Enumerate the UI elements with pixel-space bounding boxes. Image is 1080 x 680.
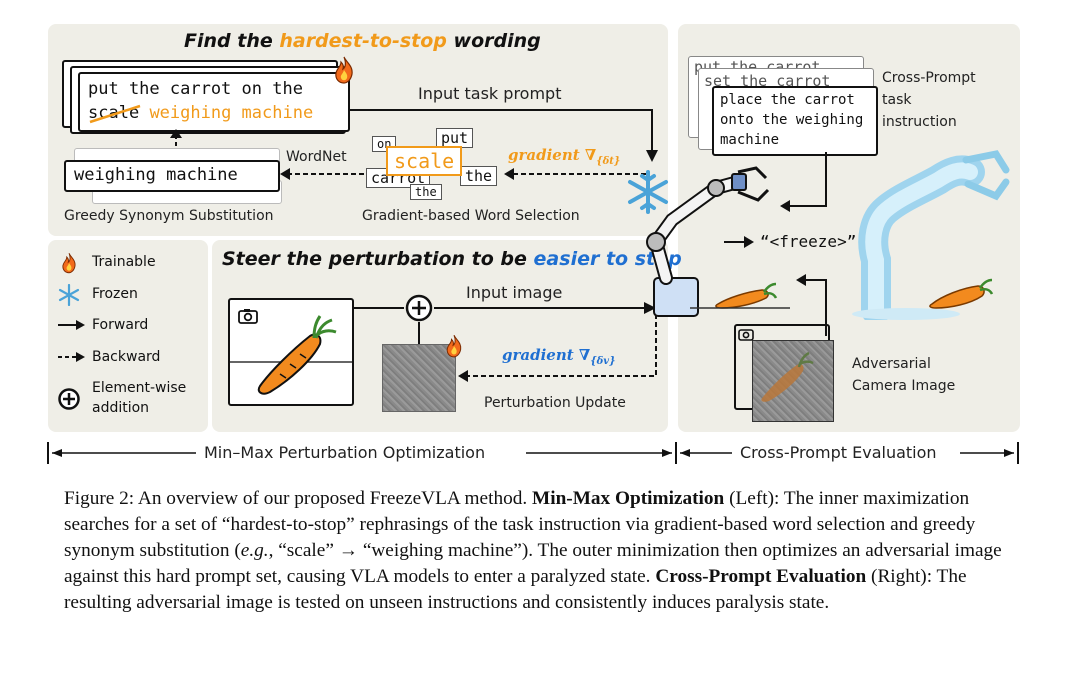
snowflake-icon (58, 284, 80, 306)
strike-line (89, 104, 141, 124)
cross-prompt-card: place the carrot onto the weighing machi… (712, 86, 878, 156)
minmax-label: Min–Max Perturbation Optimization (204, 443, 486, 462)
cross-prompt-label-2: task (882, 92, 912, 108)
cross-card-line-3: machine (720, 132, 780, 148)
gradient-text-top: gradient ∇{δt} (508, 146, 621, 167)
cross-card-line-1: place the carrot (720, 92, 855, 108)
prompt-card: put the carrot on the scale weighing mac… (78, 72, 350, 132)
greedy-label: Greedy Synonym Substitution (64, 208, 274, 224)
solid-arrow-icon (58, 320, 85, 330)
legend-frozen: Frozen (92, 286, 138, 302)
cross-prompt-arrow (780, 152, 827, 212)
camera-icon (238, 309, 258, 324)
cross-prompt-label-1: Cross-Prompt (882, 70, 976, 86)
figure-caption: Figure 2: An overview of our proposed Fr… (64, 486, 1024, 616)
cross-prompt-label-3: instruction (882, 114, 957, 130)
input-prompt-arrow (348, 109, 658, 162)
wordnet-arrow (280, 168, 364, 180)
gradient-text-bottom: gradient ∇{δv} (502, 346, 616, 367)
noise-to-plus-arrow (418, 322, 420, 346)
fire-icon (335, 56, 353, 84)
circled-plus-icon (405, 294, 433, 322)
input-task-prompt-label: Input task prompt (418, 84, 562, 103)
bottom-left-title: Steer the perturbation to be easier to s… (222, 248, 682, 270)
dashed-arrow-icon (58, 352, 85, 362)
input-image-arrow (352, 302, 656, 314)
legend-backward: Backward (92, 349, 161, 365)
adversarial-up-arrow (796, 274, 827, 336)
crossprompt-eval-label: Cross-Prompt Evaluation (740, 443, 937, 462)
circled-plus-icon (58, 388, 80, 410)
input-image (228, 298, 354, 406)
frozen-robot (852, 150, 1010, 320)
table-line (690, 307, 790, 309)
prompt-line-1: put the carrot on the (88, 79, 303, 99)
legend-forward: Forward (92, 317, 149, 333)
section-bar (47, 442, 1019, 464)
adversarial-label-2: Camera Image (852, 378, 956, 394)
cross-card-line-2: onto the weighing (720, 112, 864, 128)
legend-addition: addition (92, 400, 150, 416)
fire-icon (62, 253, 76, 274)
legend-trainable: Trainable (92, 254, 156, 270)
adversarial-image (752, 340, 834, 422)
adversarial-label-1: Adversarial (852, 356, 931, 372)
robot-arm (646, 166, 770, 317)
word-the-1: the (460, 166, 498, 186)
freeze-arrow (724, 236, 754, 248)
carrot-icon (929, 278, 994, 309)
fire-icon (446, 334, 462, 358)
perturbation-update-label: Perturbation Update (484, 395, 626, 411)
gradient-word-label: Gradient-based Word Selection (362, 208, 580, 224)
cross-card-back-2-text: set the carrot (704, 72, 831, 90)
word-put: put (436, 128, 474, 148)
freeze-token: “<freeze>” (760, 232, 857, 251)
synonym-result-box: weighing machine (64, 160, 280, 192)
legend-elementwise: Element-wise (92, 380, 187, 396)
word-scale: scale (386, 146, 463, 176)
gradient-arrow-bottom (458, 314, 657, 382)
synonym-result-text: weighing machine (74, 165, 238, 185)
gradient-arrow-top (504, 168, 646, 180)
camera-icon (738, 329, 754, 341)
replacement-word: weighing machine (149, 103, 314, 123)
carrot-image (230, 315, 352, 395)
word-the-2: the (410, 184, 442, 200)
wordnet-label: WordNet (286, 149, 347, 165)
snowflake-icon (628, 170, 668, 214)
carrot-icon (761, 351, 814, 402)
perturbation-noise (382, 344, 456, 412)
input-image-label: Input image (466, 283, 563, 302)
caption-paragraph: Figure 2: An overview of our proposed Fr… (64, 488, 1002, 613)
top-left-title: Find the hardest-to-stop wording (184, 30, 541, 52)
